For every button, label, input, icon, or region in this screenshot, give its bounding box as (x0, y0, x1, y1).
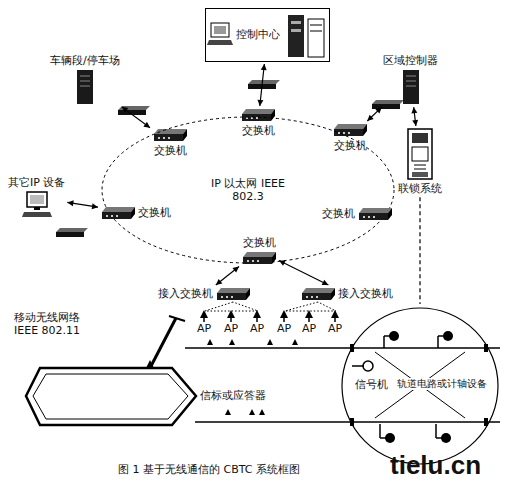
switch-icon (241, 251, 277, 265)
switch-icon (332, 123, 368, 137)
beacon-symbol (207, 339, 298, 415)
server-device: 区域控制器 (383, 54, 438, 105)
antenna-symbol (304, 310, 314, 322)
figure-caption: 图 1 基于无线通信的 CBTC 系统框图 (118, 463, 300, 476)
rail-line (195, 421, 500, 423)
connector-line (122, 107, 150, 128)
interlocking-device: 联锁系统 (398, 128, 442, 195)
arrow-head (367, 115, 373, 121)
node-label: 交换机 (334, 139, 367, 152)
switch-icon (300, 287, 336, 301)
arrow-head (257, 100, 263, 106)
access-point: AP (277, 310, 291, 335)
switch-icon (152, 128, 188, 142)
interlocking-cabinet (406, 128, 434, 180)
node-label: IP 以太网 IEEE 802.3 (211, 177, 285, 203)
connector (420, 197, 421, 304)
node-label: AP (197, 322, 211, 335)
network-switch: 交换机 (240, 108, 276, 137)
arrow-head (261, 64, 267, 70)
node-label: 交换机 (322, 207, 355, 220)
arrow-head (143, 122, 150, 128)
node-label: AP (277, 322, 291, 335)
rail-line (185, 347, 500, 349)
node-label: 信号机 (354, 378, 389, 391)
node-label: AP (328, 322, 342, 335)
node-label: 接入交换机 (338, 287, 393, 300)
arrow-head (375, 107, 381, 113)
node-label: 接入交换机 (158, 287, 213, 300)
connector-line (260, 64, 265, 106)
node-label: 交换机 (138, 206, 171, 219)
server-device: 车辆段/停车场 (50, 54, 120, 105)
switch-icon (215, 287, 251, 301)
arrow-head (67, 200, 73, 206)
node-label: 车辆段/停车场 (50, 54, 120, 67)
switch-icon (100, 206, 136, 220)
antenna-symbol (279, 310, 289, 322)
antenna-symbol (252, 310, 262, 322)
node-label: AP (224, 322, 238, 335)
antenna-symbol (226, 310, 236, 322)
arrow-head (92, 203, 98, 209)
antenna-symbol (330, 310, 340, 322)
node-label: 交换机 (243, 236, 276, 249)
node-label: AP (250, 322, 264, 335)
switch-icon (357, 207, 393, 221)
annotation-label: 信标或应答器 (200, 389, 266, 402)
network-switch: 接入交换机 (158, 287, 251, 301)
connector-line (419, 197, 420, 304)
arrow-head (232, 267, 239, 273)
connector-line (279, 261, 328, 285)
server-icon (401, 69, 421, 105)
network-switch: 交换机 (241, 236, 277, 265)
node-label: 其它IP 设备 (8, 176, 65, 189)
network-switch: 交换机 (322, 207, 393, 221)
access-point: AP (328, 310, 342, 335)
access-point: AP (224, 310, 238, 335)
arrow-head (411, 107, 417, 113)
node-label: 区域控制器 (383, 54, 438, 67)
connector (411, 107, 418, 126)
node-label: AP (302, 322, 316, 335)
connector (67, 200, 98, 209)
node-label: 控制中心 (236, 28, 280, 41)
network-switch: 交换机 (332, 123, 368, 152)
connector-line (216, 267, 239, 285)
network-switch: 接入交换机 (300, 287, 393, 301)
arrow-head (322, 280, 329, 285)
access-point: AP (250, 310, 264, 335)
arrow-head (122, 107, 129, 113)
arrow-head (412, 120, 418, 126)
wireless-coverage (205, 302, 336, 311)
arrow-head (216, 279, 223, 285)
connector (122, 107, 150, 128)
connector (367, 107, 381, 121)
antenna-symbol (199, 310, 209, 322)
network-switch: 交换机 (100, 206, 171, 220)
access-point: AP (302, 310, 316, 335)
server-icon (75, 69, 95, 105)
ip-device: 其它IP 设备 (8, 176, 65, 219)
watermark: tielu.cn (390, 450, 481, 481)
annotation-label: 移动无线网络 IEEE 802.11 (14, 311, 92, 337)
node-label: 联锁系统 (398, 182, 442, 195)
node-label: 交换机 (154, 144, 187, 157)
node-label: 轨道电路或计轴设备 (396, 378, 488, 390)
connector (257, 64, 266, 106)
access-point: AP (197, 310, 211, 335)
connector-line (367, 107, 381, 121)
connector (279, 260, 328, 285)
switch-icon (240, 108, 276, 122)
router-symbol (56, 80, 404, 237)
connector (216, 267, 239, 285)
computer-icon (21, 191, 53, 219)
trackside-zone: 信号机轨道电路或计轴设备 (340, 306, 500, 466)
node-label: 交换机 (242, 124, 275, 137)
control-center-box: 控制中心 (205, 8, 330, 62)
